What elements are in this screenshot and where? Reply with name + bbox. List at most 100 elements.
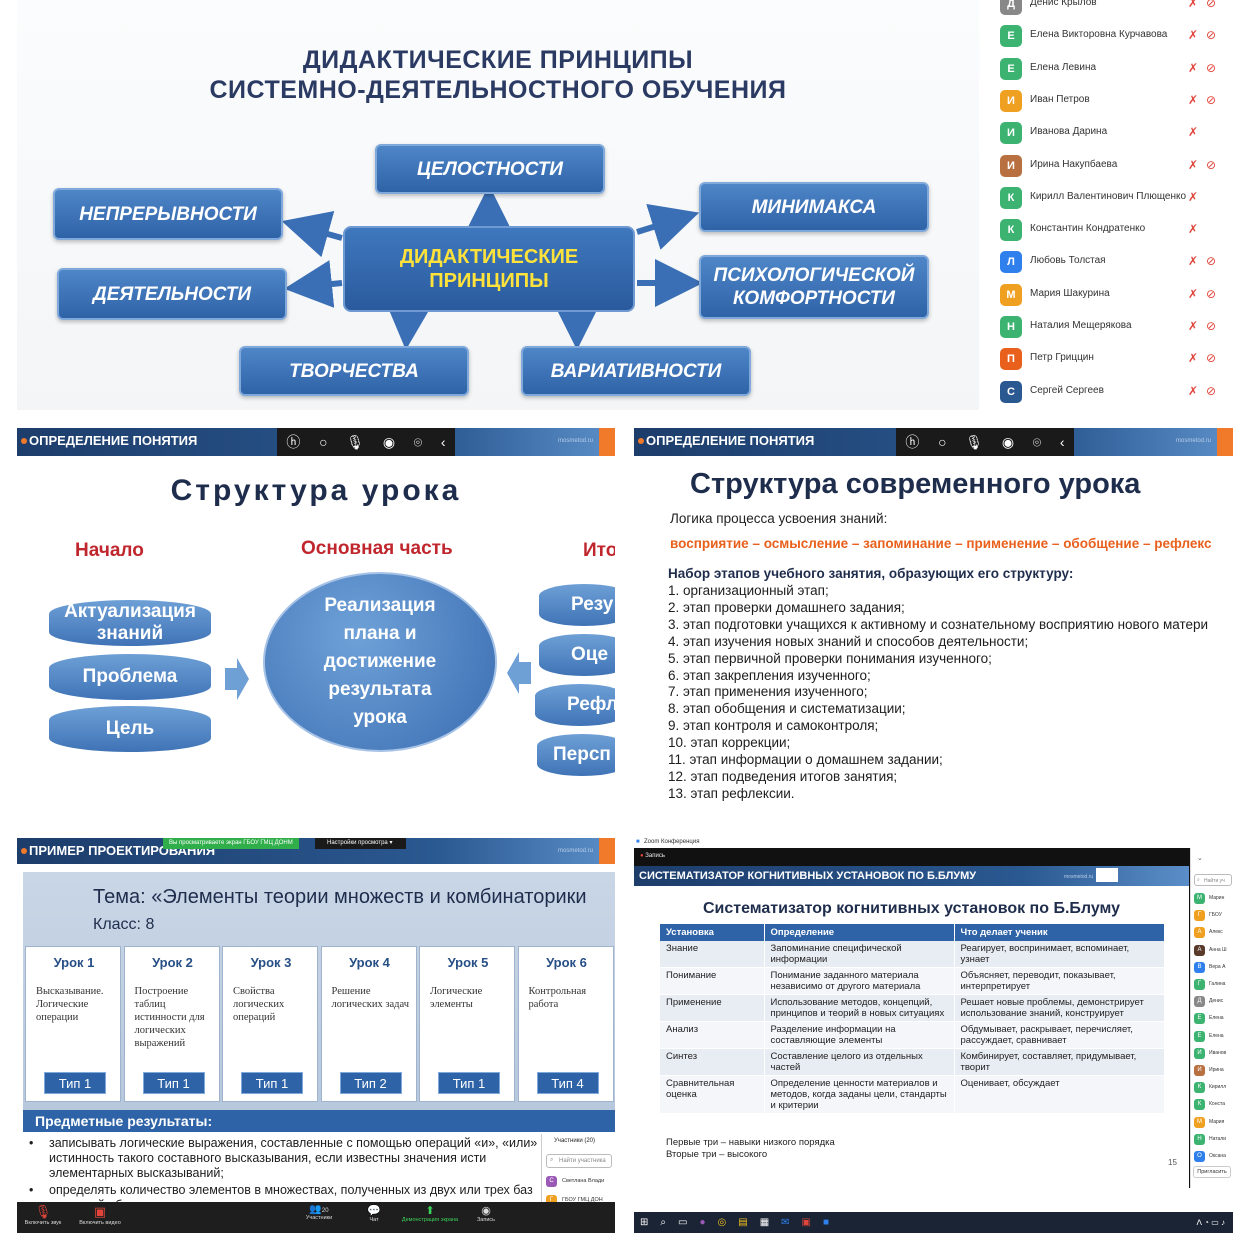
mail-icon[interactable]: ✉: [781, 1217, 790, 1228]
video-off-icon[interactable]: ⊘: [1206, 286, 1217, 301]
mic-muted-icon[interactable]: ✗: [1188, 254, 1199, 269]
mic-muted-icon[interactable]: ✗: [1188, 125, 1199, 140]
video-off-icon[interactable]: ⊘: [1206, 92, 1217, 107]
record-icon[interactable]: ◉: [382, 433, 396, 450]
video-off-icon[interactable]: ⊘: [1206, 157, 1217, 172]
record-button[interactable]: ◉Запись: [471, 1204, 501, 1223]
video-off-icon[interactable]: ⊘: [1206, 383, 1217, 398]
video-off-icon[interactable]: ⊘: [1206, 28, 1217, 43]
hp-logo-icon: ⓗ: [286, 434, 301, 450]
mic-icon[interactable]: 🎙: [965, 433, 984, 450]
mic-icon[interactable]: 🎙: [346, 433, 365, 450]
windows-start-icon[interactable]: ⊞: [640, 1217, 649, 1228]
participant-name: Галина: [1209, 981, 1226, 987]
chevron-left-icon[interactable]: ‹: [440, 434, 446, 450]
participant-name: Константин Кондратенко: [1030, 223, 1146, 235]
side-search-input[interactable]: ⌕ Найти уч: [1194, 874, 1232, 886]
lesson-description: Контрольная работа: [528, 986, 587, 1010]
presenter-toolbar[interactable]: ⓗ ○ 🎙 ◉ ⌾ ‹: [896, 428, 1074, 456]
app-icon[interactable]: ●: [699, 1217, 706, 1228]
store-icon[interactable]: ▦: [759, 1217, 770, 1228]
circle-icon[interactable]: ○: [938, 434, 947, 450]
unmute-button[interactable]: 🎙Включить звук: [23, 1204, 63, 1226]
record-icon[interactable]: ◉: [1001, 433, 1015, 450]
mic-muted-icon[interactable]: ✗: [1188, 0, 1199, 10]
task-view-icon[interactable]: ▭: [678, 1217, 688, 1228]
mic-muted-icon[interactable]: ✗: [1188, 60, 1199, 75]
recording-indicator[interactable]: ● Запись: [640, 853, 665, 859]
share-screen-button[interactable]: ⬆Демонстрация экрана: [395, 1204, 465, 1223]
chrome-icon[interactable]: ◎: [717, 1217, 727, 1228]
mic-muted-icon[interactable]: ✗: [1188, 383, 1199, 398]
participant-name: Елена: [1209, 1015, 1224, 1022]
mic-muted-icon[interactable]: ✗: [1188, 351, 1199, 366]
video-off-icon[interactable]: ⊘: [1206, 60, 1217, 75]
webcam-icon[interactable]: ⌾: [1032, 433, 1042, 450]
stage-item: 1. организационный этап;: [668, 583, 829, 598]
presenter-toolbar[interactable]: ⓗ ○ 🎙 ◉ ⌾ ‹: [277, 428, 455, 456]
taskbar-search-icon[interactable]: ⌕: [660, 1217, 666, 1228]
collapse-chevron-icon[interactable]: ⌄: [1197, 855, 1203, 862]
webcam-icon[interactable]: ⌾: [413, 433, 423, 450]
mic-muted-icon[interactable]: ✗: [1188, 286, 1199, 301]
video-off-icon[interactable]: ⊘: [1206, 319, 1217, 333]
chat-button[interactable]: 💬Чат: [361, 1204, 387, 1223]
invite-button[interactable]: Пригласить: [1193, 1166, 1231, 1178]
video-off-icon[interactable]: ⊘: [1206, 351, 1217, 366]
folder-icon[interactable]: ▤: [738, 1217, 748, 1228]
view-settings-button[interactable]: Настройки просмотра ▾: [315, 838, 407, 849]
participant-search-input[interactable]: ⌕ Найти участника: [546, 1154, 612, 1168]
mic-muted-icon[interactable]: ✗: [1188, 28, 1199, 43]
participant-name: Мария: [1209, 1118, 1225, 1125]
system-tray-icon[interactable]: ᐱ ◔ ▭ ♪: [1196, 1218, 1225, 1227]
mic-muted-icon[interactable]: ✗: [1188, 222, 1199, 237]
mic-muted-icon[interactable]: ✗: [1188, 189, 1199, 204]
video-off-icon[interactable]: ⊘: [1206, 0, 1217, 10]
avatar: С: [1000, 380, 1022, 403]
pdf-icon[interactable]: ▣: [801, 1217, 811, 1228]
chevron-left-icon[interactable]: ‹: [1059, 434, 1065, 450]
zoom-taskbar-icon[interactable]: ■: [822, 1217, 830, 1228]
mic-muted-icon[interactable]: ✗: [1188, 319, 1199, 333]
table-cell: Понимание: [660, 967, 765, 995]
start-video-button[interactable]: ▣Включить видео: [75, 1204, 125, 1226]
mic-muted-icon[interactable]: ✗: [1188, 157, 1199, 172]
mic-muted-icon[interactable]: ✗: [1188, 92, 1199, 107]
circle-icon[interactable]: ○: [319, 434, 328, 450]
video-off-icon[interactable]: ⊘: [1206, 254, 1217, 269]
